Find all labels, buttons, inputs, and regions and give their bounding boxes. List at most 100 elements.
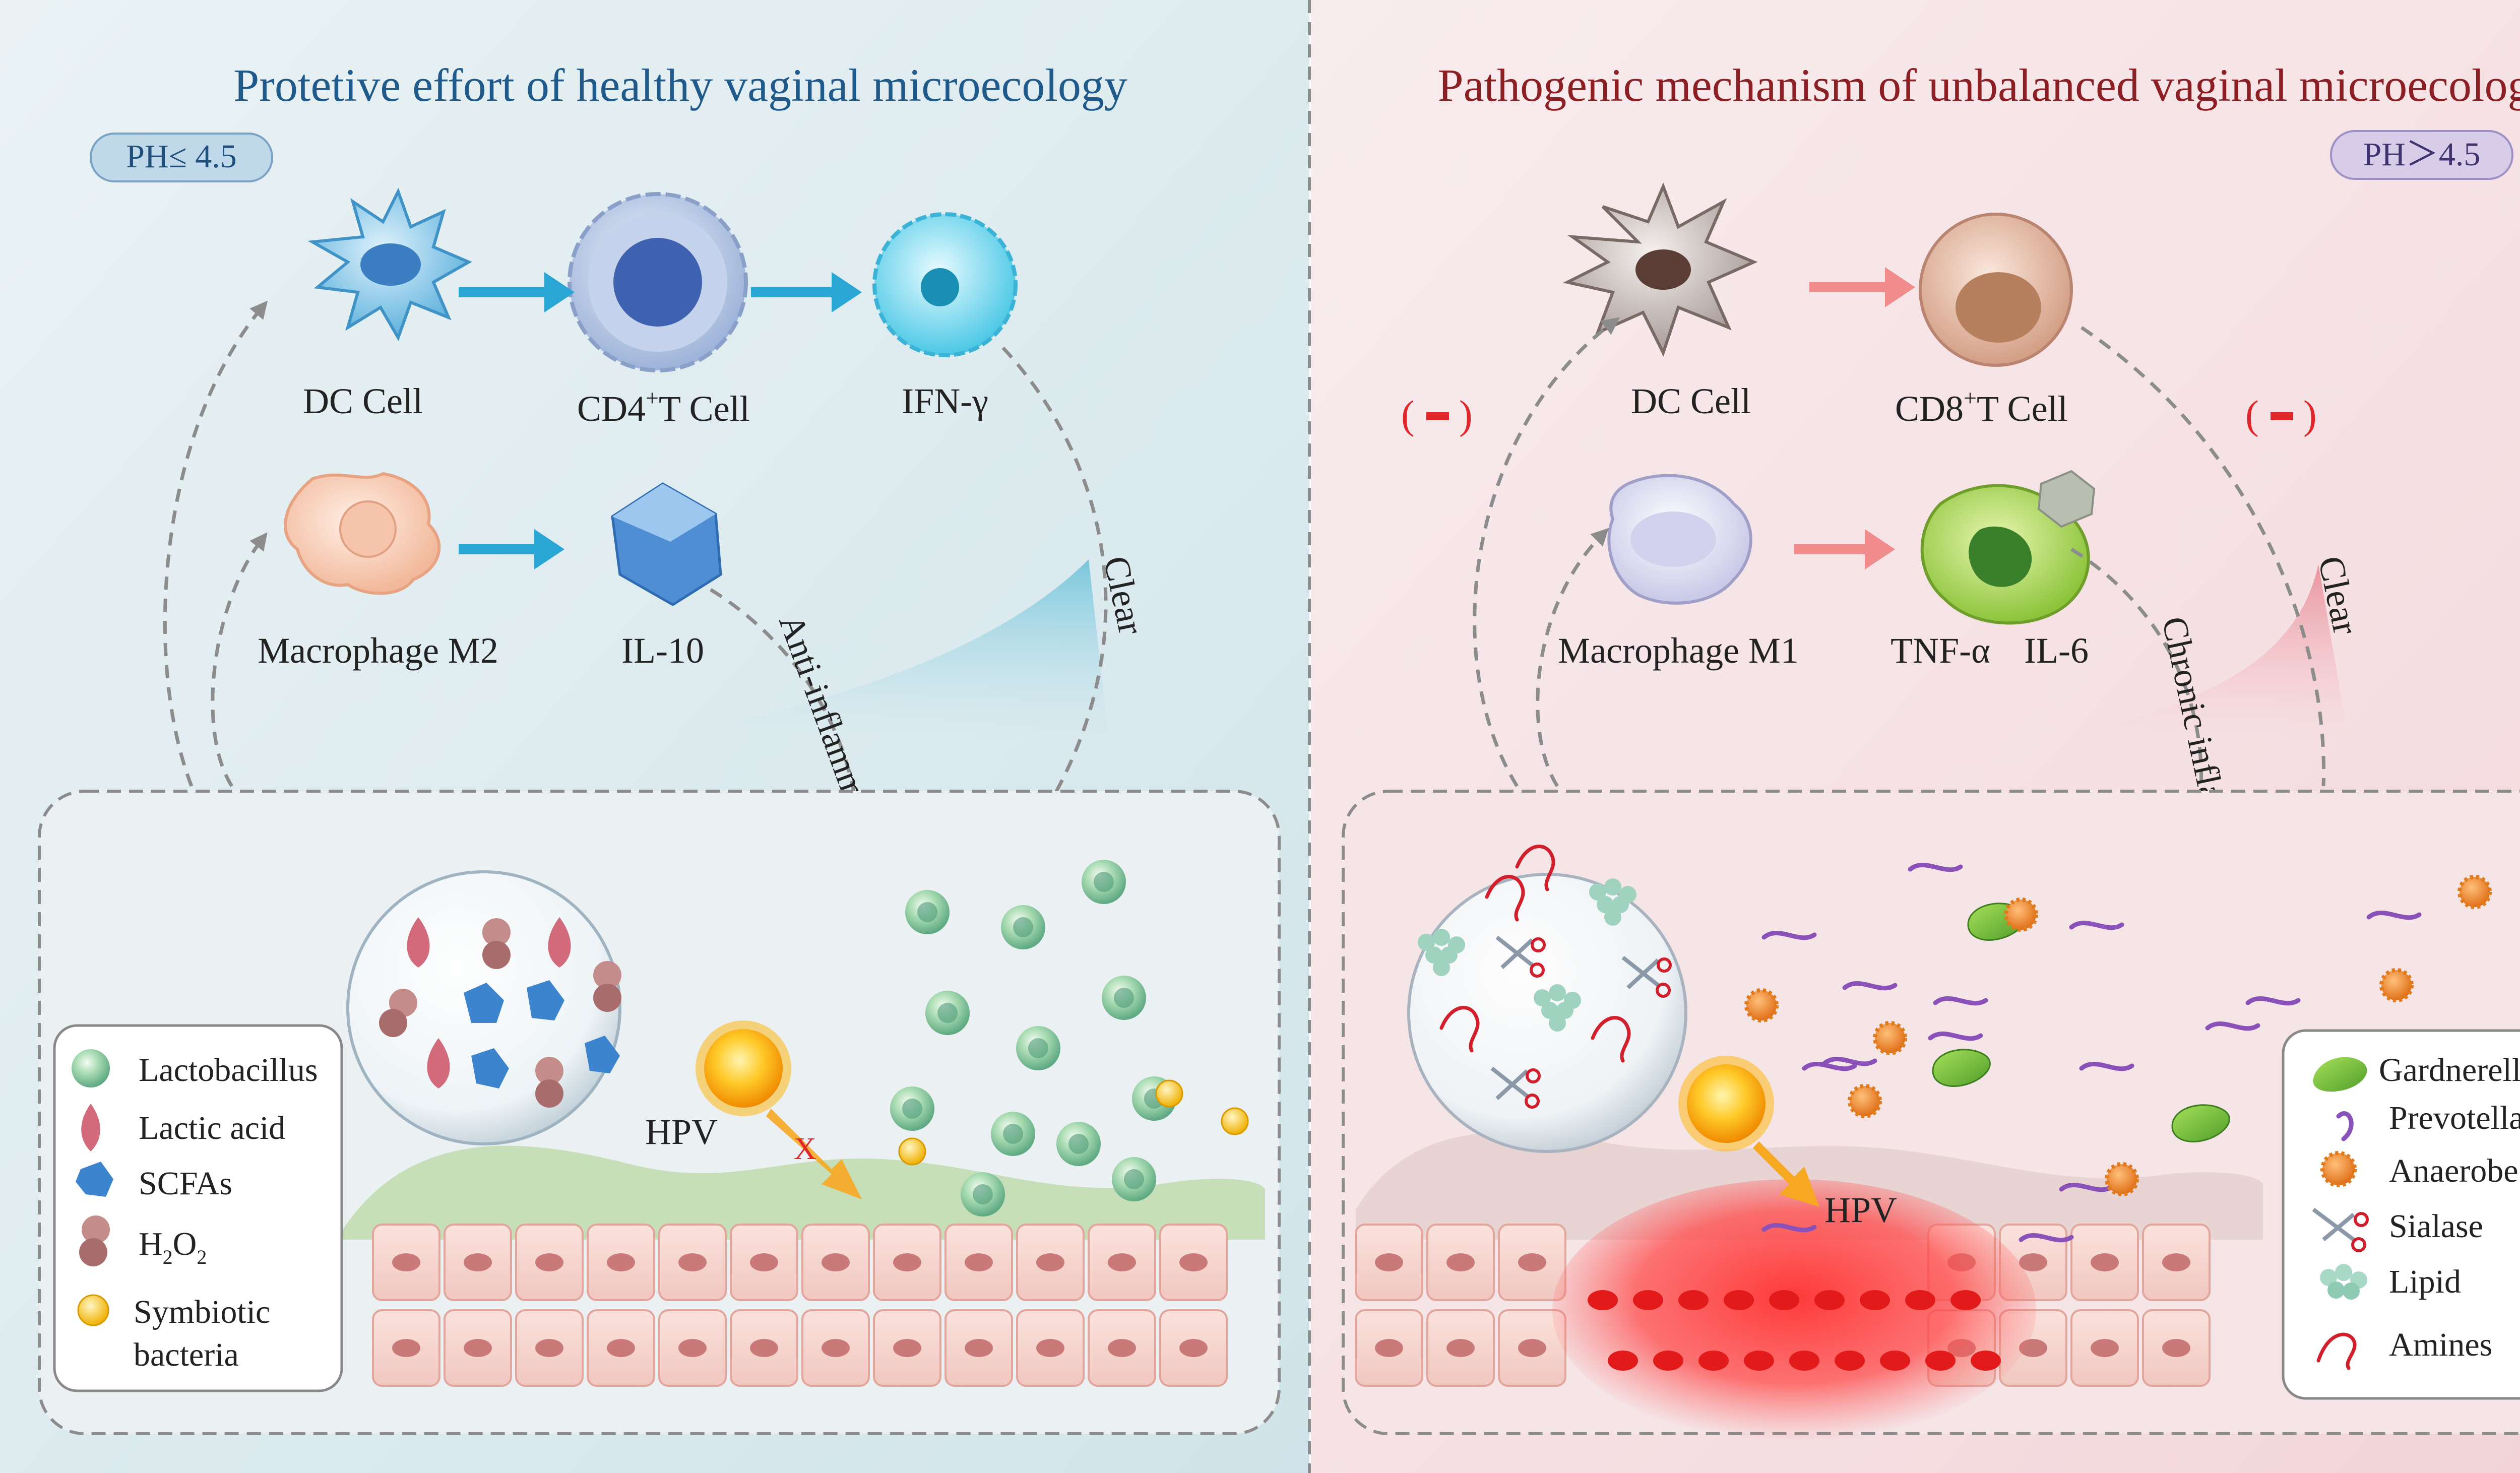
- right-minus-right-close: ): [2303, 393, 2317, 437]
- right-cd8-label: CD8+T Cell: [1895, 385, 2068, 429]
- inflamed-cell: [1925, 1351, 1956, 1371]
- symbiotic-bacteria-icon: [1221, 1107, 1249, 1135]
- lactobacillus-core: [937, 1003, 958, 1023]
- sialase-blade-icon: [1500, 938, 1534, 969]
- prevotella-icon: [2069, 920, 2124, 930]
- sialase-handle-icon: [1657, 957, 1672, 973]
- amines-icon: [1485, 875, 1525, 922]
- lipid-bead-icon: [1612, 896, 1629, 913]
- lipid-bead-icon: [1425, 946, 1442, 964]
- left-hpv-label: HPV: [645, 1112, 718, 1152]
- inflamed-cell: [1633, 1290, 1663, 1310]
- right-minus-right-open: (: [2245, 393, 2259, 437]
- right-ph-badge: PH＞4.5: [2330, 130, 2513, 180]
- epithelial-nucleus: [1518, 1253, 1546, 1271]
- right-cd8-label-sup: +: [1964, 385, 1977, 411]
- right-legend-box: [2282, 1029, 2520, 1400]
- lipid-bead-icon: [1440, 946, 1458, 964]
- legend-symbiotic-label-1: Symbiotic: [134, 1294, 270, 1330]
- anaerobe-icon: [1873, 1021, 1907, 1055]
- left-bubble-contents: [379, 917, 621, 1108]
- right-pathogen-group: [1744, 862, 2492, 1243]
- left-hpv-blocked-arrow: [766, 1109, 862, 1199]
- amines-icon: [1515, 845, 1555, 891]
- left-legend: Lactobacillus Lactic acid SCFAs H2O2 Sym…: [53, 1024, 343, 1392]
- lactobacillus-core: [1114, 988, 1134, 1008]
- epithelial-nucleus: [965, 1339, 993, 1357]
- right-hpv-core: [1687, 1064, 1766, 1143]
- epithelial-nucleus: [464, 1339, 492, 1357]
- epithelial-nucleus: [2019, 1253, 2047, 1271]
- legend-h2o2-icon-lower: [79, 1238, 107, 1266]
- symbiotic-bacteria-icon: [898, 1137, 926, 1166]
- left-ph-badge-label: PH≤ 4.5: [126, 138, 237, 175]
- lactobacillus-core: [902, 1099, 922, 1119]
- right-tnf-il6-icon: [1920, 470, 2096, 625]
- bubble-h2o2-icon: [593, 961, 621, 989]
- left-blocked-mark: X: [794, 1132, 816, 1166]
- epithelial-nucleus: [678, 1339, 707, 1357]
- epithelial-nucleus: [1036, 1339, 1064, 1357]
- gardnerella-icon: [1932, 1049, 1991, 1087]
- right-cd8-label-suffix: T Cell: [1977, 389, 2068, 429]
- right-cd8-nucleus: [1956, 272, 2041, 343]
- right-ph-badge-pill: [2330, 130, 2513, 180]
- lactobacillus-core: [1068, 1134, 1089, 1154]
- lipid-bead-icon: [1604, 878, 1621, 895]
- legend-sialase-label: Sialase: [2389, 1208, 2483, 1245]
- anaerobe-icon: [2458, 875, 2492, 909]
- right-macrophage-label: Macrophage M1: [1558, 630, 1799, 671]
- left-cd4-label-sup: +: [646, 385, 659, 411]
- right-hpv-virus-icon: [1678, 1056, 1774, 1151]
- lipid-bead-icon: [1549, 984, 1566, 1001]
- left-dc-cell-icon: [307, 187, 472, 342]
- lipid-bead-icon: [1433, 929, 1450, 946]
- right-minus-left-close: ): [1459, 393, 1473, 437]
- inflamed-cell: [1880, 1351, 1910, 1371]
- prevotella-icon: [1908, 862, 1963, 872]
- left-cd4-label-suffix: T Cell: [659, 389, 750, 429]
- right-arrow-m1-to-tnf: [1794, 529, 1895, 569]
- legend-h2o2-o: O: [173, 1226, 197, 1262]
- epithelial-nucleus: [607, 1339, 635, 1357]
- legend-prevotella-icon: [2336, 1111, 2354, 1141]
- left-title: Protetive effort of healthy vaginal micr…: [233, 59, 1127, 111]
- anaerobe-icon: [1744, 988, 1779, 1022]
- left-dc-cell-nucleus: [360, 243, 421, 286]
- sialase-blade-icon: [1495, 935, 1534, 967]
- right-minus-left-open: (: [1401, 393, 1415, 437]
- epithelial-nucleus: [535, 1339, 563, 1357]
- sialase-handle-icon: [2354, 1212, 2369, 1227]
- epithelial-nucleus: [822, 1339, 850, 1357]
- prevotella-icon: [2079, 1061, 2134, 1071]
- right-inhibition-right: ( ): [2245, 393, 2317, 437]
- lipid-bead-icon: [2327, 1282, 2345, 1299]
- lipid-bead-icon: [1604, 909, 1621, 926]
- lipid-bead-icon: [2320, 1269, 2337, 1286]
- epithelial-nucleus: [2162, 1253, 2190, 1271]
- lipid-bead-icon: [1597, 896, 1614, 913]
- legend-anaerobe-icon: [2320, 1151, 2357, 1187]
- inflamed-cell: [1678, 1290, 1709, 1310]
- right-il6-label: IL-6: [2024, 630, 2089, 671]
- sialase-handle-icon: [1526, 1068, 1541, 1083]
- bubble-h2o2-icon: [482, 918, 511, 946]
- left-hpv-core: [704, 1029, 783, 1108]
- epithelial-nucleus: [2091, 1339, 2119, 1357]
- minus-icon: [1426, 412, 1449, 420]
- left-arrow-dc-to-cd4: [459, 272, 575, 312]
- lactobacillus-core: [917, 902, 937, 922]
- sialase-handle-icon: [1656, 983, 1671, 998]
- legend-h2o2-label: H2O2: [139, 1226, 207, 1268]
- sialase-blade-icon: [1495, 1069, 1529, 1100]
- legend-symbiotic-label-2: bacteria: [134, 1336, 239, 1373]
- legend-symbiotic-icon: [77, 1294, 109, 1326]
- prevotella-icon: [1761, 930, 1817, 940]
- left-macrophage-nucleus: [339, 500, 397, 558]
- right-panel: Pathogenic mechanism of unbalanced vagin…: [1311, 0, 2520, 1473]
- inflamed-cell: [1860, 1290, 1890, 1310]
- left-il10-label: IL-10: [621, 630, 704, 671]
- bubble-scfa-icon: [464, 983, 504, 1023]
- inflamed-cell: [1905, 1290, 1935, 1310]
